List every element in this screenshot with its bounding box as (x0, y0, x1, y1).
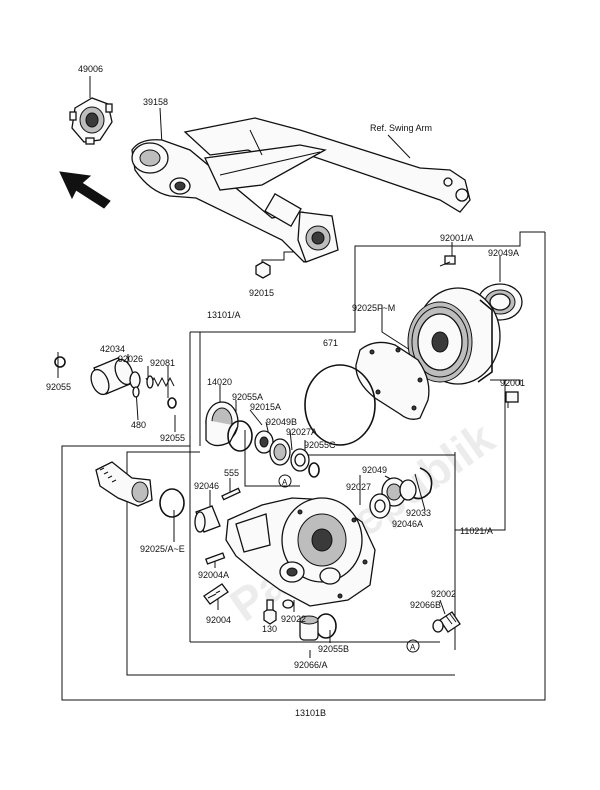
part-555-pin (221, 487, 241, 501)
label-14020: 14020 (207, 377, 232, 387)
leader-lines (57, 76, 501, 658)
label-92055-mid: 92055 (160, 433, 185, 443)
label-92055-left: 92055 (46, 382, 71, 392)
part-ring-gear-assembly (407, 287, 501, 385)
label-92049: 92049 (362, 465, 387, 475)
part-92001a-bolt (439, 255, 456, 267)
label-92027a: 92027A (286, 427, 317, 437)
label-92025fm: 92025F~M (352, 303, 395, 313)
part-92004-stud (203, 583, 229, 605)
part-49006-coupling (69, 97, 113, 145)
part-480-pin (132, 386, 140, 398)
label-92025ae: 92025/A~E (140, 544, 185, 554)
part-92055-small-o-ring-left (54, 356, 66, 368)
label-92066a: 92066/A (294, 660, 328, 670)
part-39158-drive-shaft-housing (131, 139, 339, 263)
part-92049b-seal (269, 438, 291, 466)
label-480: 480 (131, 420, 146, 430)
label-13101b: 13101B (295, 708, 326, 718)
part-92004a-stud (205, 552, 226, 565)
label-92015a: 92015A (250, 402, 281, 412)
part-92046-bearing (194, 505, 221, 533)
label-swing-arm: Ref. Swing Arm (370, 123, 432, 133)
part-92022-washer (282, 599, 294, 609)
part-92001-bolt (505, 391, 519, 408)
part-92025-shim (159, 488, 185, 518)
direction-arrow-icon (59, 171, 111, 209)
label-92046a: 92046A (392, 519, 423, 529)
part-92066a-plug (299, 615, 319, 641)
label-555: 555 (224, 468, 239, 478)
part-labels: 49006 39158 Ref. Swing Arm 92015 92001/A… (46, 64, 525, 718)
label-92001a: 92001/A (440, 233, 474, 243)
label-92027: 92027 (346, 482, 371, 492)
label-92015: 92015 (249, 288, 274, 298)
svg-text:A: A (282, 478, 288, 487)
marker-a-bottom: A (406, 639, 420, 653)
label-92049a: 92049A (488, 248, 519, 258)
part-92055b-plug (315, 613, 337, 639)
part-92033-circlip (407, 467, 433, 500)
label-92033: 92033 (406, 508, 431, 518)
label-13101a: 13101/A (207, 310, 241, 320)
label-92004: 92004 (206, 615, 231, 625)
label-92049b: 92049B (266, 417, 297, 427)
marker-a-top: A (278, 474, 292, 488)
label-92055a: 92055A (232, 392, 263, 402)
label-92081: 92081 (150, 358, 175, 368)
part-42034-cylinder (90, 357, 134, 396)
label-42034: 42034 (100, 344, 125, 354)
label-92055c: 92055C (304, 440, 336, 450)
part-large-o-ring (304, 364, 376, 446)
part-92081-spring (145, 375, 175, 389)
part-92026-washer (129, 371, 141, 389)
label-11021a: 11021/A (460, 526, 493, 536)
label-92055b: 92055B (318, 644, 349, 654)
label-130: 130 (262, 624, 277, 634)
label-92066b: 92066B (410, 600, 441, 610)
label-92022: 92022 (281, 614, 306, 624)
part-11021a-gear-case (225, 497, 376, 607)
swing-arm-reference (183, 117, 471, 213)
label-39158: 39158 (143, 97, 168, 107)
label-671: 671 (323, 338, 338, 348)
part-92055-small-o-ring-mid (167, 397, 177, 409)
part-92027a-bearing (290, 448, 310, 472)
part-92046a-bearing (399, 479, 417, 501)
part-671-gasket (355, 341, 430, 420)
part-92066b-plug (432, 611, 461, 633)
label-92004a: 92004A (198, 570, 229, 580)
part-92015a-nut (254, 430, 274, 454)
label-92001: 92001 (500, 378, 525, 388)
label-92046: 92046 (194, 481, 219, 491)
svg-text:A: A (410, 643, 416, 652)
label-92002: 92002 (431, 589, 456, 599)
label-49006: 49006 (78, 64, 103, 74)
part-92015-nut (255, 261, 271, 279)
part-130-bolt (263, 599, 277, 625)
part-pinion-joint (95, 461, 153, 507)
part-92055c-o-ring (308, 462, 320, 478)
part-92055a-o-ring (227, 420, 253, 452)
part-92027-bearing (369, 493, 391, 519)
label-92026: 92026 (118, 354, 143, 364)
